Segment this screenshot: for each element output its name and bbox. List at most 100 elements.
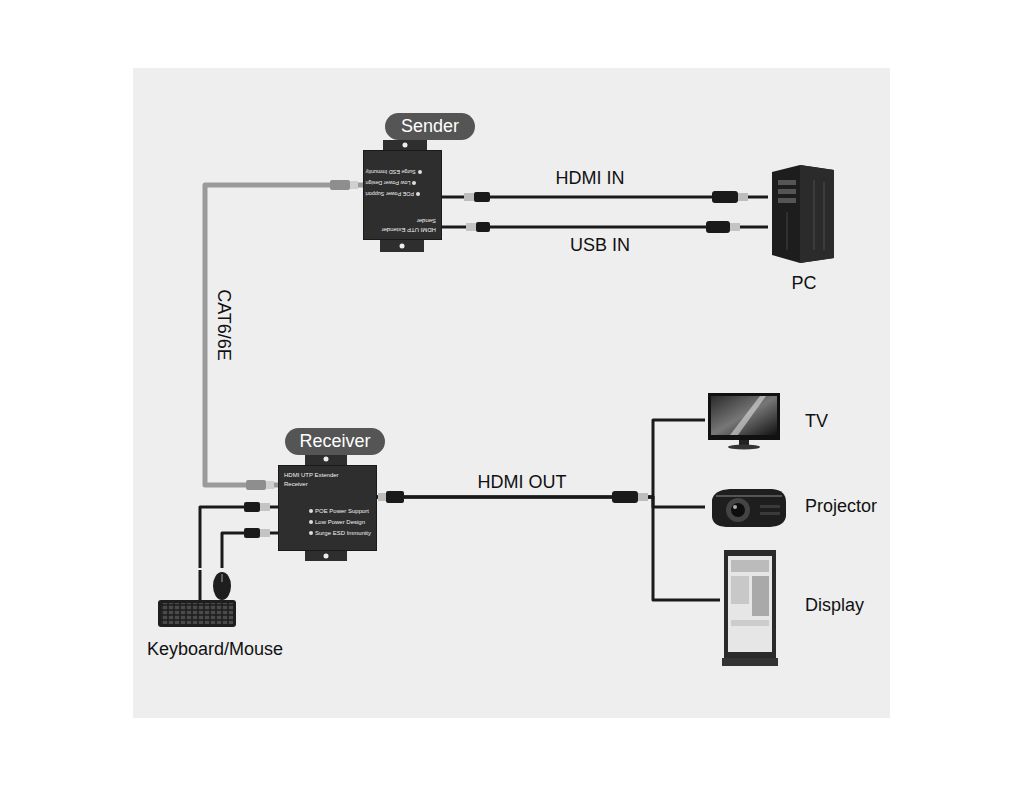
hdmi-plug-tip (638, 493, 648, 501)
projector-icon (731, 503, 745, 517)
mounting-holes (324, 554, 329, 559)
signal-cable (377, 420, 705, 497)
signal-cable (377, 497, 720, 600)
feature-line: Low Power Design (309, 519, 365, 526)
device-label: TV (805, 410, 828, 432)
tv-icon (708, 393, 780, 440)
pc-tower (772, 165, 834, 263)
display-kiosk (731, 620, 769, 626)
device-label: Projector (805, 495, 877, 517)
keyboard-mouse-icon (199, 570, 202, 600)
extender-housing: HDMI UTP Extender Sender POE Power Support… (363, 150, 442, 240)
keyboard-mouse-icon (158, 600, 236, 627)
pc-tower (787, 212, 788, 250)
usb-plug-tip (730, 223, 740, 231)
rj45-plug (330, 180, 350, 190)
unit-title-pill: Receiver (285, 428, 385, 455)
housing-print: HDMI UTP Extender Sender POE Power Support… (364, 151, 441, 239)
projector-icon (712, 489, 786, 527)
feature-line: Surge ESD Immunity (309, 530, 371, 537)
background-panel (133, 68, 890, 718)
pc-tower (778, 180, 796, 185)
receiver-unit: ReceiverHDMI UTP ExtenderReceiverPOE Pow… (278, 428, 377, 552)
housing-label: Receiver (284, 481, 308, 488)
hdmi-plug-tip (378, 493, 386, 501)
keyboard-mouse-icon (221, 574, 223, 582)
hdmi-plug (474, 192, 490, 202)
rj45-plug-tip (266, 481, 274, 489)
pc-tower (778, 189, 796, 194)
feature-line: Low Power Design (365, 179, 416, 186)
usb-plug (244, 502, 260, 512)
pc-tower (813, 180, 815, 250)
hdmi-plug (386, 491, 404, 503)
projector-icon (733, 505, 737, 509)
mounting-holes (403, 143, 408, 148)
usb-plug-tip (260, 503, 270, 511)
housing-label: HDMI UTP Extender (284, 472, 339, 479)
device-label: Display (805, 594, 864, 616)
display-kiosk (752, 576, 769, 616)
pc-tower (772, 165, 834, 263)
mounting-ears (380, 239, 424, 252)
unit-title-pill: Sender (385, 113, 475, 140)
keyboard-mouse-icon (213, 572, 231, 600)
usb-plug-tip (466, 223, 476, 231)
cable-label: CAT6/6E (214, 287, 234, 363)
hdmi-plug (612, 491, 638, 503)
keyboard-mouse-icon (161, 603, 233, 624)
projector-icon (760, 512, 780, 515)
display-node: Display (720, 548, 870, 670)
pc-tower (800, 165, 834, 263)
feature-line: POE Power Support (309, 508, 369, 515)
pc-node: PC (768, 160, 840, 295)
cable-label: HDMI OUT (476, 472, 569, 492)
usb-plug (244, 528, 260, 538)
tv-node: TV (705, 390, 835, 452)
signal-cable (200, 507, 278, 568)
feature-line: POE Power Support (365, 190, 420, 197)
cable-label: USB IN (568, 235, 632, 255)
usb-plug-tip (260, 529, 270, 537)
usb-plug (476, 222, 490, 232)
display-kiosk (722, 550, 778, 666)
signal-cable (222, 533, 278, 568)
pc-tower (823, 182, 825, 250)
feature-line: Surge ESD Immunity (365, 168, 421, 175)
projector-icon (726, 498, 750, 522)
housing-label: HDMI UTP Extender (381, 226, 436, 233)
housing-label: Sender (417, 217, 436, 224)
hdmi-plug-tip (464, 193, 474, 201)
keyboard-mouse-node: Keyboard/Mouse (135, 568, 295, 663)
sender-unit: SenderHDMI UTP Extender Sender POE Power S… (363, 113, 442, 240)
cable-label: HDMI IN (554, 168, 627, 188)
housing-print: HDMI UTP ExtenderReceiverPOE Power Suppo… (279, 466, 376, 550)
tv-icon (708, 393, 780, 450)
extender-housing: HDMI UTP ExtenderReceiverPOE Power Suppo… (278, 465, 377, 551)
pc-tower (778, 198, 796, 203)
tv-icon (728, 445, 760, 450)
display-kiosk (728, 556, 772, 652)
usb-plug (706, 221, 730, 233)
tv-icon (739, 440, 749, 445)
projector-node: Projector (705, 485, 887, 530)
hdmi-plug-tip (738, 193, 748, 201)
mounting-holes (324, 457, 329, 462)
tv-icon (711, 396, 777, 435)
rj45-plug (246, 480, 266, 490)
projector-icon (712, 489, 786, 527)
tv-icon (730, 396, 766, 435)
hdmi-plug (712, 191, 738, 203)
display-kiosk (722, 658, 778, 666)
projector-icon (760, 505, 780, 508)
projector-icon (716, 495, 782, 497)
display-kiosk (724, 550, 776, 658)
keyboard-mouse-icon (158, 570, 236, 627)
rj45-plug-tip (350, 181, 358, 189)
display-kiosk (731, 560, 769, 572)
device-label: Keyboard/Mouse (147, 638, 283, 660)
